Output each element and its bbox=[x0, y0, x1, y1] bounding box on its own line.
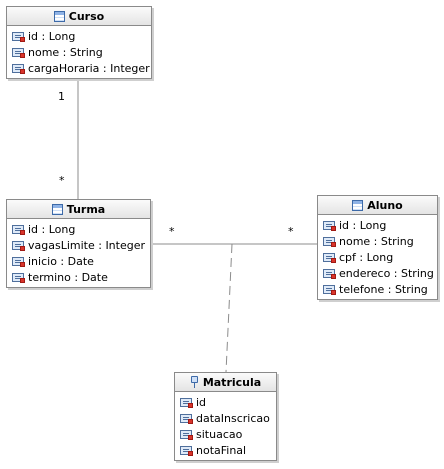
attribute-label: termino : Date bbox=[28, 270, 108, 284]
class-icon bbox=[53, 10, 65, 22]
attribute-row: dataInscricao bbox=[180, 410, 272, 426]
attribute-label: telefone : String bbox=[339, 282, 428, 296]
multiplicity-turma-top-end: * bbox=[59, 174, 65, 187]
attribute-label: id : Long bbox=[28, 29, 76, 43]
matricula-association-class-link[interactable] bbox=[225, 243, 233, 373]
class-aluno[interactable]: Aluno id : Long nome : String cpf : Long… bbox=[317, 195, 438, 300]
attribute-row: situacao bbox=[180, 426, 272, 442]
class-curso[interactable]: Curso id : Long nome : String cargaHorar… bbox=[6, 6, 152, 79]
attribute-row: termino : Date bbox=[12, 269, 146, 285]
attribute-row: id : Long bbox=[323, 217, 433, 233]
attribute-row: cargaHoraria : Integer bbox=[12, 60, 150, 76]
attribute-icon bbox=[323, 252, 336, 263]
attribute-row: notaFinal bbox=[180, 442, 272, 458]
attribute-icon bbox=[180, 397, 193, 408]
attribute-label: id : Long bbox=[339, 218, 387, 232]
attribute-row: id : Long bbox=[12, 28, 147, 44]
attribute-icon bbox=[12, 31, 25, 42]
class-aluno-name: Aluno bbox=[367, 198, 403, 212]
attribute-label: cpf : Long bbox=[339, 250, 394, 264]
attribute-icon bbox=[323, 268, 336, 279]
attribute-row: cpf : Long bbox=[323, 249, 433, 265]
attribute-label: id : Long bbox=[28, 222, 76, 236]
attribute-label: dataInscricao bbox=[196, 411, 270, 425]
attribute-label: vagasLimite : Integer bbox=[28, 238, 146, 252]
attribute-icon bbox=[12, 47, 25, 58]
class-curso-header: Curso bbox=[7, 7, 151, 26]
class-turma[interactable]: Turma id : Long vagasLimite : Integer in… bbox=[6, 199, 151, 288]
class-aluno-header: Aluno bbox=[318, 196, 437, 215]
class-turma-attributes: id : Long vagasLimite : Integer inicio :… bbox=[7, 219, 150, 287]
attribute-row: endereco : String bbox=[323, 265, 434, 281]
attribute-icon bbox=[12, 63, 25, 74]
attribute-row: id : Long bbox=[12, 221, 146, 237]
attribute-label: cargaHoraria : Integer bbox=[28, 61, 150, 75]
class-matricula-name: Matricula bbox=[202, 375, 262, 389]
attribute-row: nome : String bbox=[12, 44, 147, 60]
class-curso-name: Curso bbox=[68, 9, 105, 23]
class-icon bbox=[51, 203, 63, 215]
attribute-label: nome : String bbox=[28, 45, 103, 59]
class-aluno-attributes: id : Long nome : String cpf : Long ender… bbox=[318, 215, 437, 299]
attribute-icon bbox=[12, 256, 25, 267]
attribute-row: nome : String bbox=[323, 233, 433, 249]
attribute-label: id bbox=[196, 395, 207, 409]
attribute-icon bbox=[323, 284, 336, 295]
attribute-label: nome : String bbox=[339, 234, 414, 248]
class-matricula-header: Matricula bbox=[175, 373, 276, 392]
attribute-row: vagasLimite : Integer bbox=[12, 237, 146, 253]
attribute-row: id bbox=[180, 394, 272, 410]
class-curso-attributes: id : Long nome : String cargaHoraria : I… bbox=[7, 26, 151, 78]
attribute-icon bbox=[323, 236, 336, 247]
multiplicity-aluno-end: * bbox=[288, 225, 294, 238]
attribute-icon bbox=[180, 413, 193, 424]
class-turma-name: Turma bbox=[66, 202, 106, 216]
attribute-icon bbox=[323, 220, 336, 231]
attribute-icon bbox=[12, 224, 25, 235]
class-icon bbox=[352, 199, 364, 211]
attribute-icon bbox=[12, 272, 25, 283]
association-class-icon bbox=[190, 376, 199, 388]
attribute-icon bbox=[180, 429, 193, 440]
attribute-icon bbox=[180, 445, 193, 456]
class-matricula[interactable]: Matricula id dataInscricao situacao nota… bbox=[174, 372, 277, 461]
attribute-icon bbox=[12, 240, 25, 251]
attribute-label: inicio : Date bbox=[28, 254, 94, 268]
class-matricula-attributes: id dataInscricao situacao notaFinal bbox=[175, 392, 276, 460]
attribute-label: notaFinal bbox=[196, 443, 247, 457]
multiplicity-turma-right-end: * bbox=[169, 225, 175, 238]
multiplicity-curso-end: 1 bbox=[58, 90, 65, 103]
attribute-row: telefone : String bbox=[323, 281, 433, 297]
attribute-row: inicio : Date bbox=[12, 253, 146, 269]
attribute-label: situacao bbox=[196, 427, 243, 441]
class-turma-header: Turma bbox=[7, 200, 150, 219]
attribute-label: endereco : String bbox=[339, 266, 434, 280]
